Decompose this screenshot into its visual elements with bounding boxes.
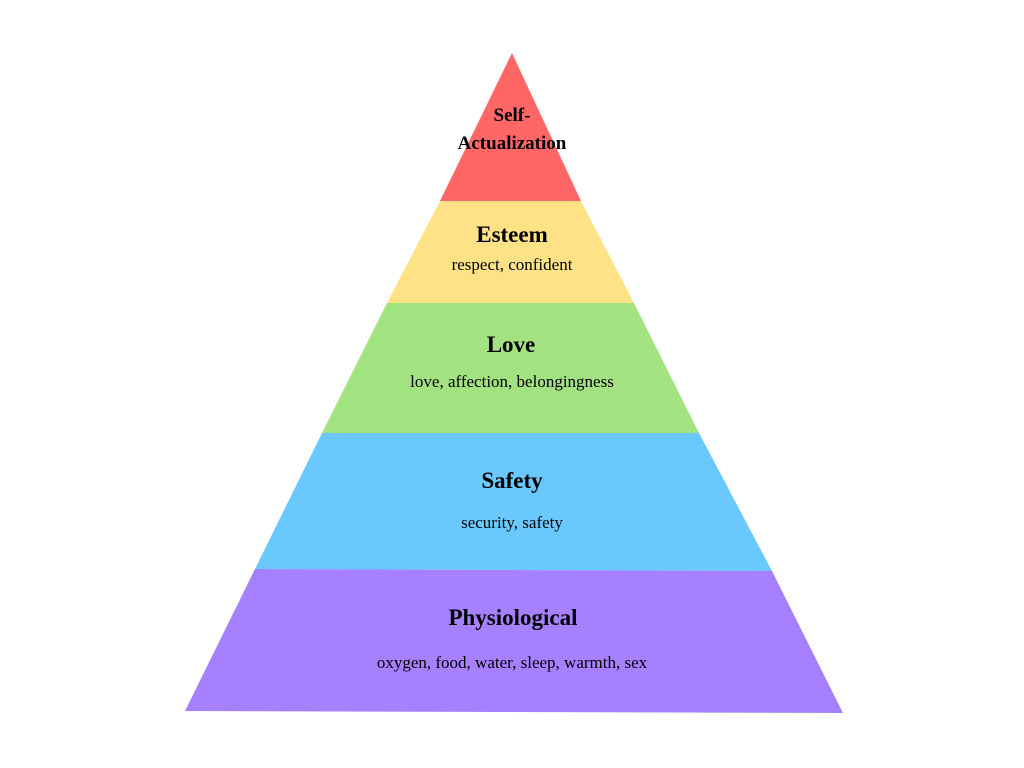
level-esteem-description: respect, confident [451, 255, 573, 274]
level-physiological-description: oxygen, food, water, sleep, warmth, sex [376, 653, 648, 672]
level-physiological-shape [185, 569, 843, 713]
level-safety-shape [255, 433, 772, 571]
level-self-actualization-title-line-1: Self- [493, 105, 531, 126]
level-self-actualization-shape [440, 53, 581, 201]
level-self-actualization-title: Self- Actualization [447, 102, 577, 158]
level-self-actualization-title-line-2: Actualization [457, 133, 567, 154]
level-physiological-title: Physiological [448, 605, 578, 630]
level-safety-description: security, safety [461, 513, 563, 532]
level-esteem-shape [387, 201, 634, 303]
level-love-title: Love [486, 332, 536, 357]
level-love-shape [322, 303, 699, 433]
level-safety-title: Safety [481, 468, 543, 493]
level-love-description: love, affection, belongingness [410, 372, 614, 391]
level-esteem-title: Esteem [476, 222, 548, 247]
